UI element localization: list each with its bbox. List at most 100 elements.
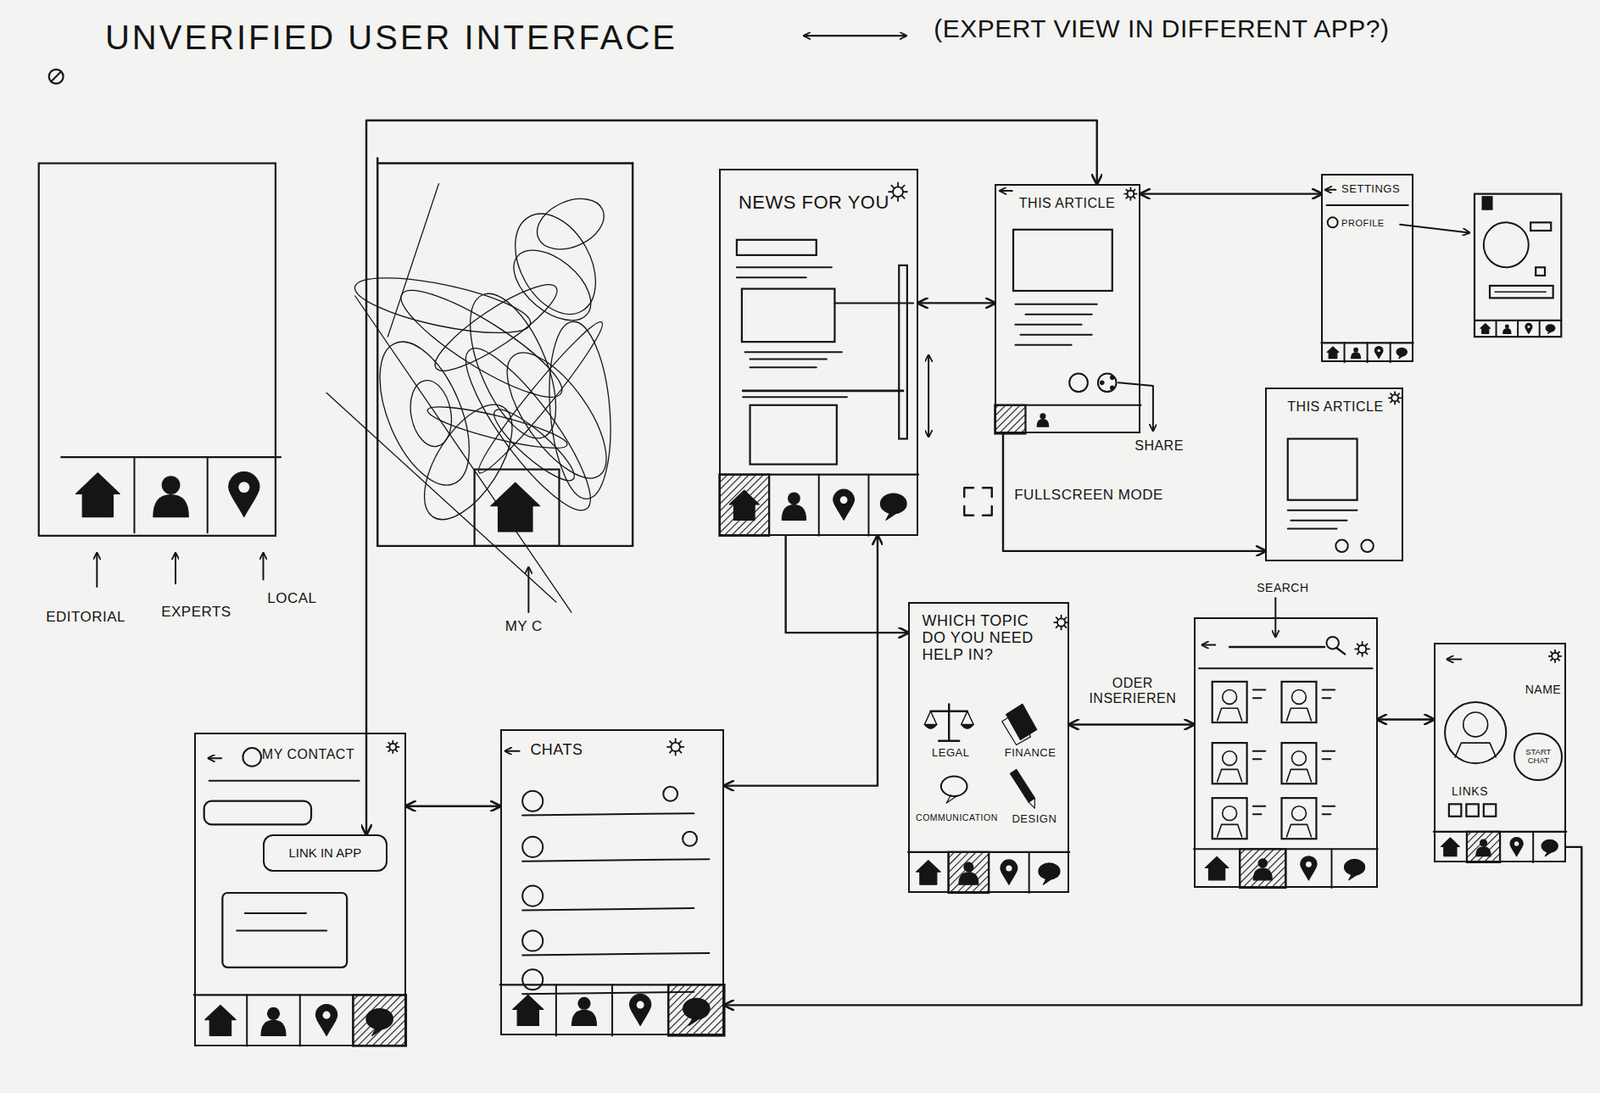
gear-tooth: [1060, 626, 1063, 630]
phone-screen: [39, 163, 276, 536]
text-line: [1253, 805, 1266, 808]
scroll-arrow: [927, 355, 930, 437]
pin-icon: [1000, 859, 1018, 885]
expert-face: [1222, 690, 1238, 705]
text-line: [750, 366, 817, 368]
text-slot: COMMUNICATION: [915, 813, 998, 824]
gear-tooth: [674, 738, 677, 742]
gear-tooth: [1393, 401, 1396, 404]
chat-divider: [522, 953, 709, 955]
screen-title: MY CONTACT: [262, 747, 355, 763]
back-arrow: [999, 189, 1012, 192]
chat-icon: [1038, 863, 1060, 880]
person-icon-head: [1257, 858, 1268, 869]
gear-tooth: [897, 196, 899, 201]
edge-label-slot: ODER INSERIEREN: [1075, 675, 1190, 707]
gear-tooth: [678, 741, 681, 744]
back-arrow: [1446, 657, 1461, 660]
person-icon-body: [572, 1009, 597, 1026]
gear-tooth: [1365, 652, 1368, 655]
gear-tooth: [680, 746, 684, 748]
person-icon-head: [1479, 838, 1488, 847]
flow-arrow: [918, 301, 995, 304]
label-slot: FULLSCREEN MODE: [1014, 486, 1164, 503]
expert-face: [1292, 751, 1307, 766]
text-line: [1253, 696, 1262, 699]
expert-photo: [1212, 681, 1248, 723]
gear-tooth: [1126, 189, 1128, 192]
tab-label: EXPERTS: [161, 603, 232, 620]
scribble-loop: [501, 236, 604, 335]
text-line: [736, 266, 832, 268]
screen-title: WHICH TOPIC DO YOU NEED HELP IN?: [922, 612, 1048, 664]
action-label: SHARE: [1134, 438, 1184, 454]
text-line: [1287, 527, 1338, 530]
expert-shoulders: [1287, 769, 1312, 781]
like-button: [1335, 540, 1348, 552]
gear-tooth: [897, 182, 899, 187]
divider-line: [1198, 667, 1373, 669]
person-icon-body: [153, 495, 189, 518]
pin-icon-hole: [1377, 349, 1380, 352]
home-icon: [490, 482, 541, 532]
gear-tooth: [1397, 393, 1400, 396]
gear-tooth: [395, 746, 399, 748]
chat-icon-tail: [1399, 355, 1404, 359]
edge-label: ODER INSERIEREN: [1075, 675, 1190, 707]
topic-screen: WHICH TOPIC DO YOU NEED HELP IN?LEGALFIN…: [908, 602, 1070, 893]
gear-tooth: [1126, 195, 1128, 198]
text-line: [1322, 750, 1335, 753]
chat-avatar: [522, 836, 543, 858]
chat-icon: [941, 776, 968, 797]
text-slot: DESIGN: [1011, 813, 1057, 826]
text-slot: NEWS FOR YOU: [738, 192, 890, 214]
tab-divider: [1532, 831, 1534, 863]
label-slot: (EXPERT VIEW IN DIFFERENT APP?): [933, 14, 1389, 44]
share-dot: [1099, 380, 1104, 385]
scribble-loop: [390, 274, 574, 413]
tab-divider: [611, 984, 614, 1036]
gear-tooth: [1053, 621, 1058, 624]
text-line: [1287, 509, 1358, 512]
text-slot: THIS ARTICLE: [1287, 399, 1383, 415]
text-line: [1253, 689, 1266, 692]
expert-list-screen: SEARCH: [1193, 617, 1378, 888]
chat-icon: [1542, 840, 1558, 853]
gear-tooth: [1557, 658, 1560, 661]
back-arrow: [505, 750, 520, 753]
chat-icon-tail: [946, 794, 959, 803]
pin-icon: [1300, 856, 1317, 881]
flow-arrow: [1003, 433, 1266, 551]
text-line: [1322, 758, 1332, 760]
text-slot: MY CONTACT: [262, 747, 355, 763]
text-slot: THIS ARTICLE: [1019, 195, 1115, 212]
fullscreen-article-screen: THIS ARTICLE: [1265, 387, 1403, 562]
person-icon-body: [1253, 868, 1272, 881]
double-arrow: [803, 34, 906, 37]
settings-screen: SETTINGSPROFILE: [1321, 173, 1413, 363]
pointer-arrow: [1399, 224, 1470, 234]
gear-tooth: [1558, 655, 1561, 658]
scribble-stroke: [387, 183, 439, 338]
scroll-bar: [898, 265, 908, 440]
tab-divider: [1343, 342, 1346, 363]
text-line: [742, 395, 848, 398]
chat-avatar: [522, 969, 543, 990]
pin-icon-hole: [1527, 325, 1530, 329]
sheet-title: UNVERIFIED USER INTERFACE: [105, 18, 678, 57]
tab-divider: [1466, 831, 1468, 863]
profile-icon: [1327, 217, 1338, 228]
text-slot: PROFILE: [1341, 217, 1385, 229]
image-placeholder: [1287, 438, 1358, 500]
start-chat-button: START CHAT: [1513, 732, 1563, 782]
pin-icon-hole: [1305, 861, 1312, 868]
gear-tooth: [674, 751, 677, 755]
person-icon-body: [1476, 847, 1491, 857]
gear-tooth: [1388, 396, 1392, 399]
gear-tooth: [1060, 615, 1063, 619]
profile-photo: [1483, 222, 1529, 268]
chat-icon-tail: [886, 512, 898, 521]
tab-label: MY C: [505, 618, 543, 635]
screen-title: NAME: [1525, 683, 1561, 697]
